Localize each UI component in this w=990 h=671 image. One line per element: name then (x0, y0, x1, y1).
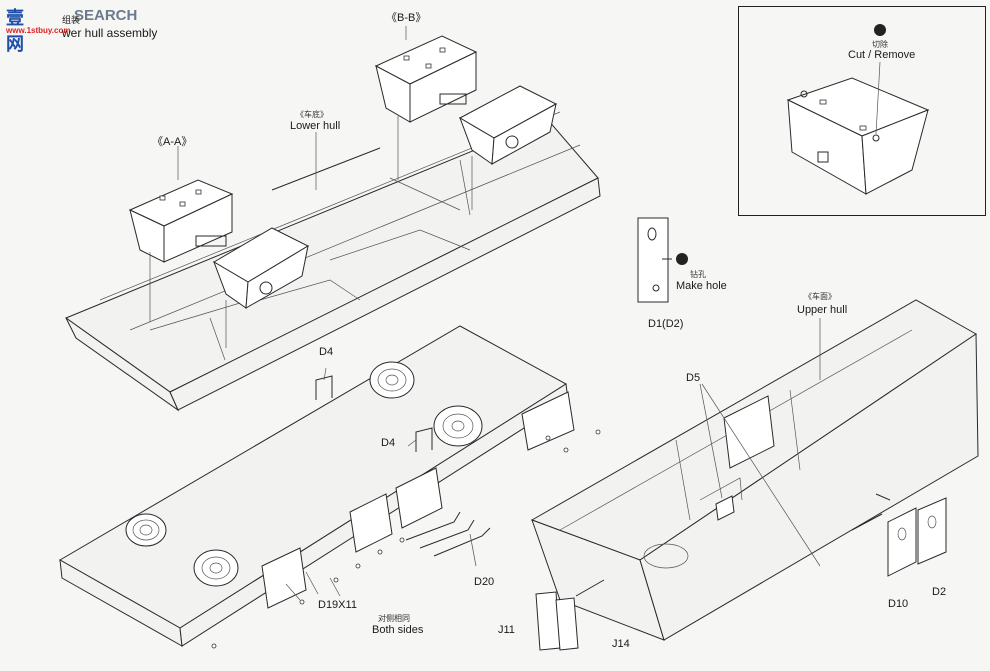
both-sides-label-cn: 对侧相同 (378, 614, 410, 623)
step-title: wer hull assembly (62, 26, 158, 40)
road-wheel-1 (125, 513, 167, 547)
step-title-cn: 组装 (62, 15, 81, 25)
both-sides-label: Both sides (372, 624, 424, 636)
part-d1-label: D1(D2) (648, 318, 684, 330)
part-d4-label-a: D4 (319, 346, 334, 358)
upper-hull-drawing (530, 299, 979, 651)
watermark-site: www.1stbuy.com (6, 26, 71, 35)
section-aa-label: 《A-A》 (152, 136, 193, 148)
lower-hull-label: Lower hull (290, 120, 341, 132)
lower-hull-label-cn: 《车底》 (296, 110, 328, 119)
section-bb-label: 《B-B》 (386, 12, 427, 24)
watermark-logo: 壹网 (6, 8, 25, 55)
part-d20-label: D20 (474, 576, 495, 588)
road-wheel-4 (433, 405, 483, 447)
inset-box-drawing (786, 24, 930, 195)
watermark-brand: SEARCH (74, 7, 138, 24)
make-hole-label-cn: 钻孔 (690, 270, 706, 279)
part-d4-label-b: D4 (381, 437, 396, 449)
part-j14-label: J14 (612, 638, 630, 650)
lower-hull-drawing (64, 26, 601, 412)
detail-inset-frame (738, 6, 986, 216)
upper-hull-label: Upper hull (797, 304, 848, 316)
part-d5-label: D5 (686, 372, 701, 384)
road-wheel-2 (193, 549, 239, 587)
part-d2-label: D2 (932, 586, 947, 598)
cut-remove-label: Cut / Remove (848, 49, 916, 61)
road-wheel-3 (369, 361, 415, 399)
d1-part-drawing (637, 217, 688, 303)
cut-remove-label-cn: 切除 (872, 40, 888, 49)
undercarriage-drawing (58, 325, 601, 649)
part-d19-label: D19X11 (318, 599, 357, 611)
part-j11-label: J11 (498, 624, 515, 636)
upper-hull-label-cn: 《车面》 (804, 292, 836, 301)
part-d10-label: D10 (888, 598, 909, 610)
make-hole-label: Make hole (676, 280, 727, 292)
